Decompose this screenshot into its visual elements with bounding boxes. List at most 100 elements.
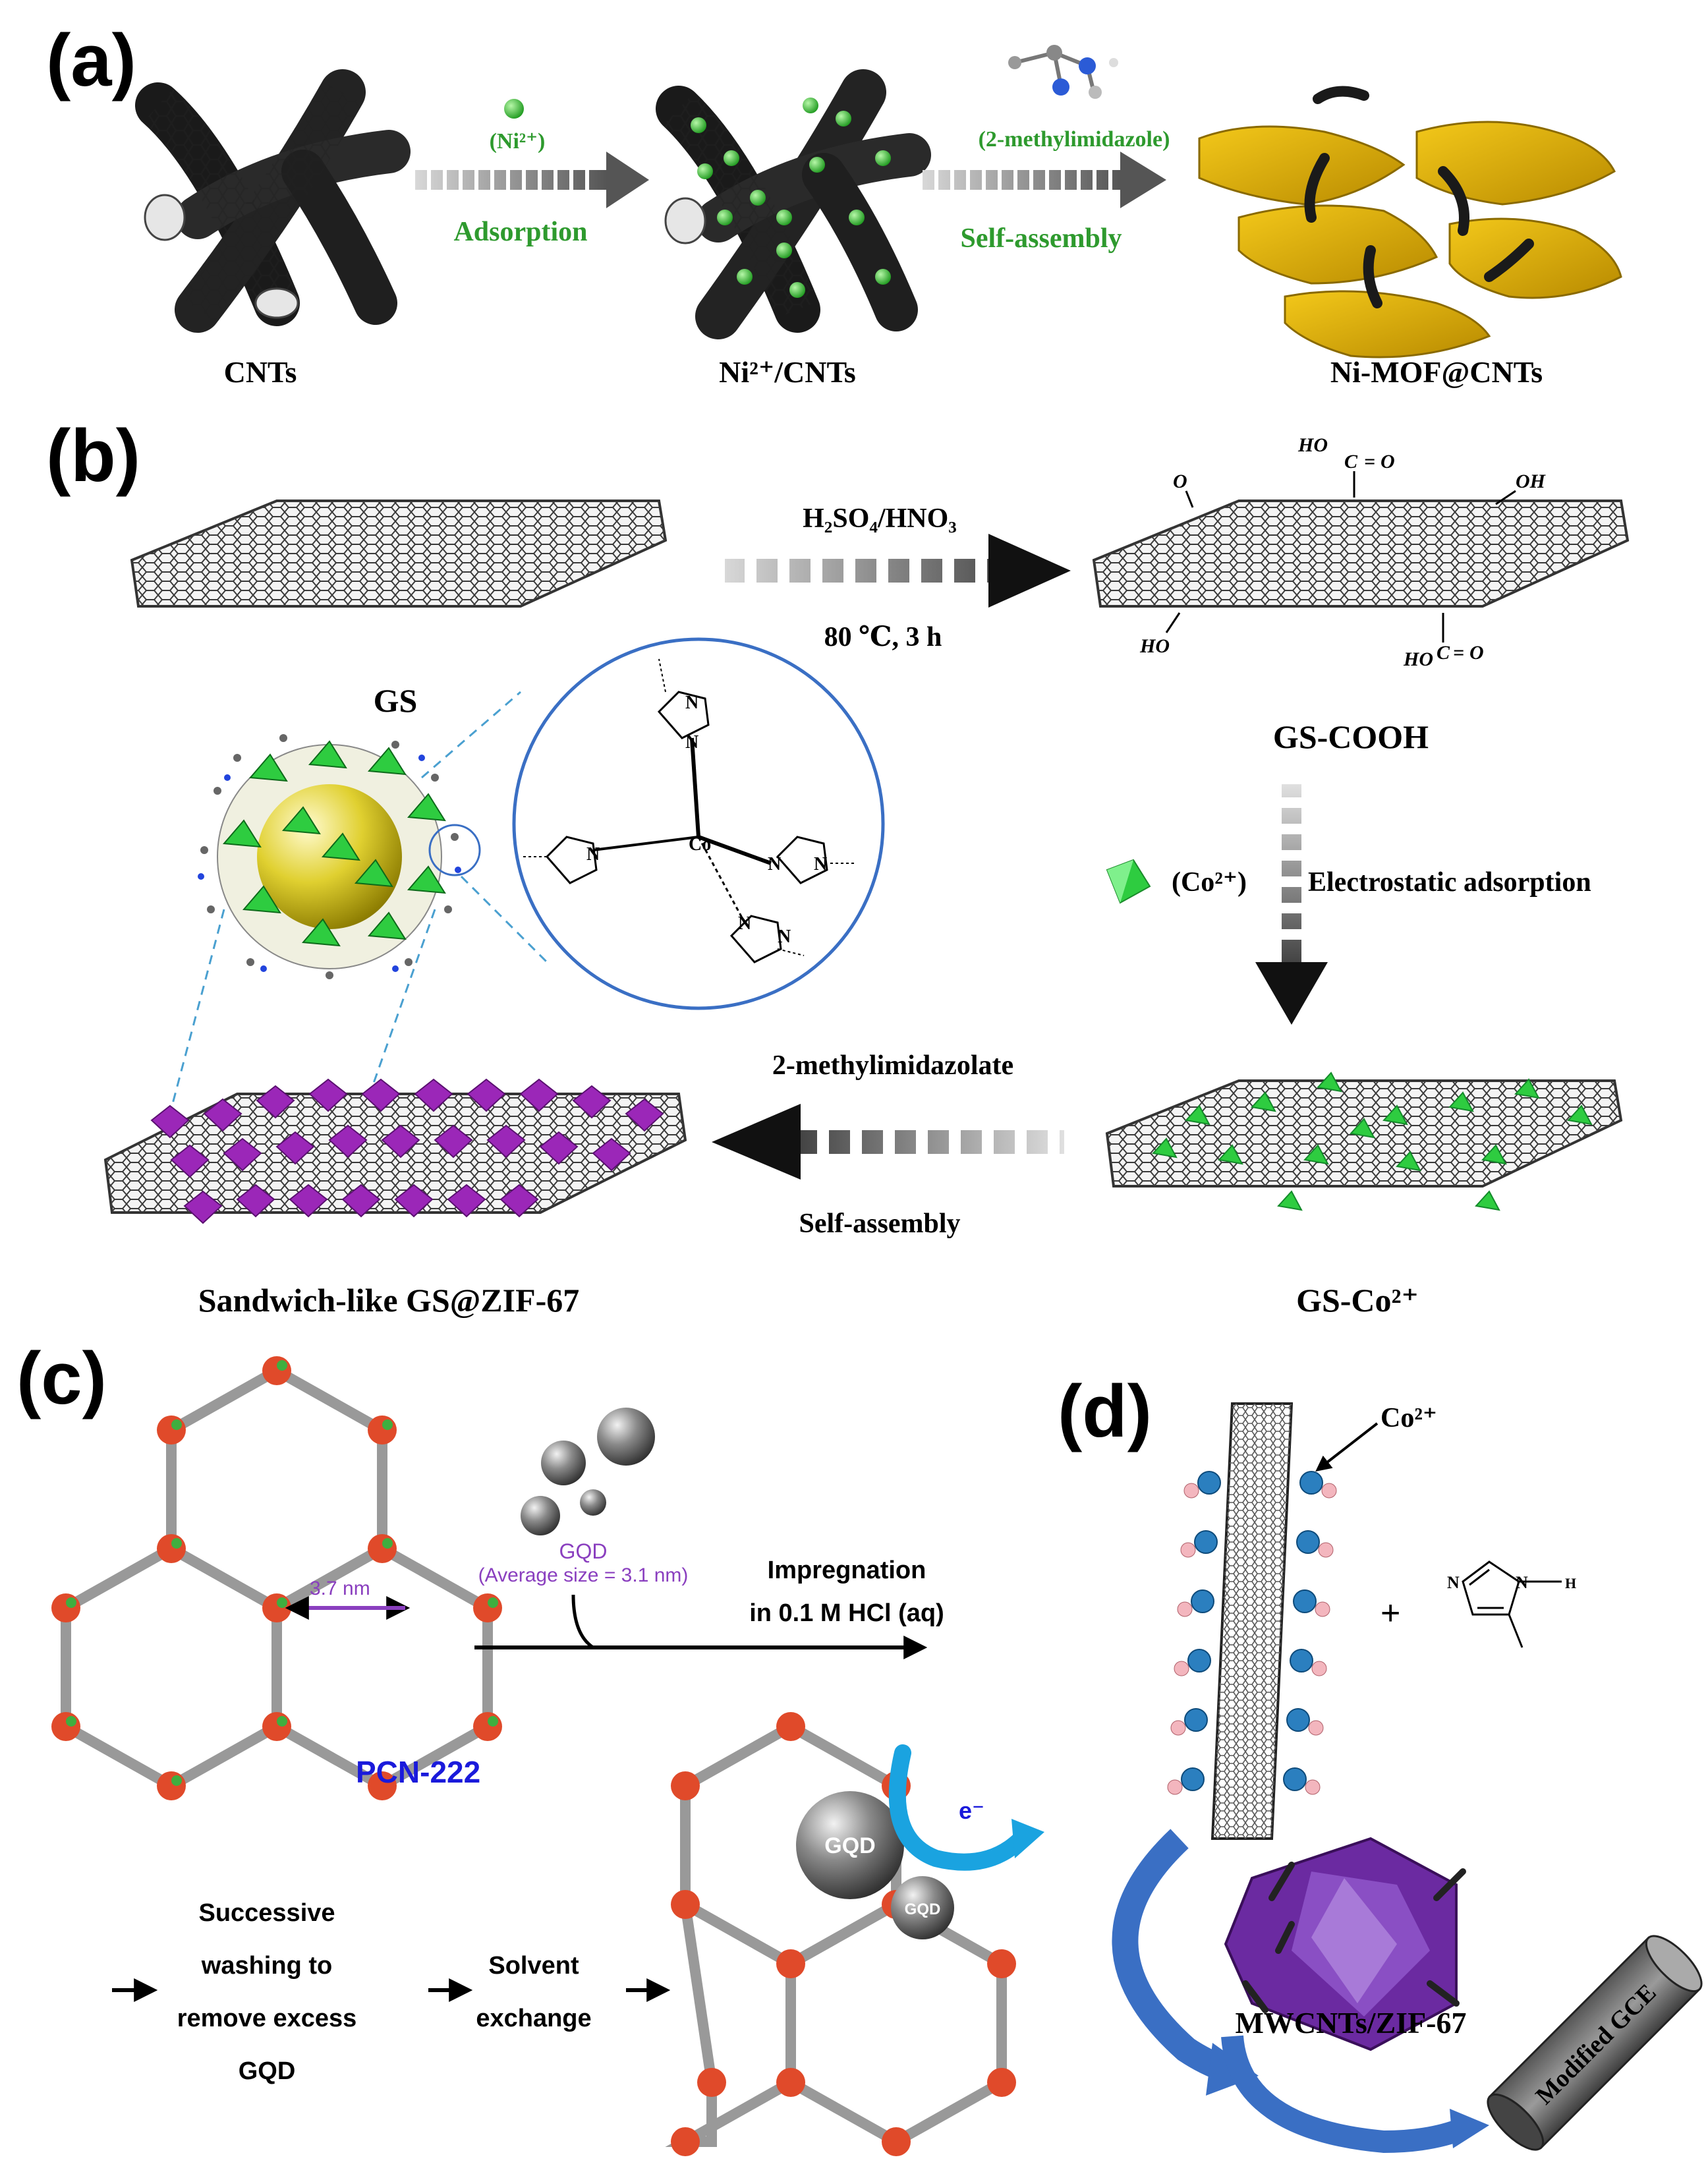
adsorption-label: Adsorption (453, 217, 587, 247)
panel-b-letter: (b) (46, 415, 140, 497)
functional-groups: HO C = O O OH HO HO C = O (1139, 434, 1547, 670)
n-atom-bottom: N (738, 913, 751, 934)
zoom-line-bottom (460, 875, 548, 963)
ligand-label: 2-methylimidazolate (772, 1050, 1013, 1081)
gqd-size-label: (Average size = 3.1 nm) (478, 1564, 689, 1586)
panel-c-letter: (c) (16, 1337, 107, 1419)
panel-a: (a) CNTs (Ni²⁺) (46, 19, 1622, 389)
mwcnt-image (1167, 1402, 1379, 1840)
ni-ion-icon (504, 99, 524, 119)
gs-zif67-sandwich-image (103, 1078, 687, 1224)
n-atom-top: N (685, 732, 698, 753)
group-ho-top: HO (1297, 434, 1328, 456)
electron-label: e⁻ (959, 1797, 984, 1824)
co-ion-d-label: Co²⁺ (1381, 1403, 1437, 1433)
pore-size-label: 3.7 nm (310, 1578, 370, 1599)
cnts-label: CNTs (224, 355, 297, 389)
panel-b: (b) GS H₂SO₄/HNO₃ 80 ℃, 3 h (46, 415, 1630, 1319)
ni-ion-label: (Ni²⁺) (490, 129, 546, 154)
gs-cooh-label: GS-COOH (1273, 718, 1429, 755)
group-eq-top: = (1364, 451, 1375, 472)
self-assembly-b-label: Self-assembly (799, 1209, 961, 1239)
group-o-top: O (1381, 451, 1395, 472)
arrow-to-electrode (1221, 2035, 1467, 2154)
electrostatic-label: Electrostatic adsorption (1308, 867, 1591, 898)
zoom-line-top (421, 691, 521, 779)
n-atom-bottom2: N (778, 927, 791, 947)
zif67-polyhedron-image (1224, 1837, 1466, 2051)
graphene-cooh-sheet-image (1092, 471, 1630, 643)
washing-step: Successive washing to remove excess GQD (177, 1899, 357, 2085)
sandwich-label: Sandwich-like GS@ZIF-67 (198, 1282, 580, 1319)
wash-line-1: Successive (198, 1899, 335, 1927)
condition-label: 80 ℃, 3 h (824, 622, 942, 652)
n-atom-right: N (768, 854, 781, 874)
solvent-step: Solvent exchange (476, 1952, 591, 2032)
acid-label: H₂SO₄/HNO₃ (803, 503, 957, 534)
arrow-self-assembly-a (923, 152, 1166, 208)
arrow-oxidation (725, 534, 1071, 608)
gqd-small-label: GQD (905, 1901, 941, 1918)
ni-mof-cnts-label: Ni-MOF@CNTs (1330, 355, 1543, 389)
group-o-bottom: O (1469, 642, 1484, 664)
panel-a-letter: (a) (46, 19, 136, 101)
gs-co-label: GS-Co²⁺ (1296, 1282, 1419, 1319)
mwcnts-zif67-label: MWCNTs/ZIF-67 (1236, 2006, 1467, 2040)
coordination-atoms: Co N N N N N N N (586, 693, 827, 947)
modified-gce-image: Modified GCE (1487, 1935, 1703, 2151)
group-eq-bottom: = (1453, 642, 1464, 664)
n-atom-top2: N (685, 693, 698, 713)
imidazole-molecule-icon (1008, 45, 1118, 99)
gqd-pcn-composite-image (665, 1712, 1044, 2156)
panel-d-letter: (d) (1058, 1370, 1152, 1452)
impregnation-condition-label: in 0.1 M HCl (aq) (749, 1599, 944, 1627)
graphene-co-sheet-image (1105, 1072, 1623, 1211)
gqd-particles-image (521, 1408, 655, 1535)
group-c-top: C (1344, 451, 1358, 472)
impregnation-label: Impregnation (768, 1557, 926, 1584)
co-coordination-zoom (512, 637, 885, 1010)
group-ho-bottom-right: HO (1403, 648, 1433, 670)
arrow-self-assembly-b (712, 1104, 1064, 1180)
panel-d: (d) Co²⁺ + (1058, 1370, 1703, 2154)
gqd-big-label: GQD (824, 1833, 875, 1858)
arrow-impregnation (474, 1594, 928, 1659)
gqd-title: GQD (559, 1539, 608, 1563)
n-atom-d2: N (1516, 1573, 1528, 1592)
self-assembly-a-label: Self-assembly (961, 223, 1122, 254)
arrow-adsorption (415, 152, 649, 208)
n-atom-right2: N (814, 854, 827, 874)
ni-cnt-bundle-image (656, 69, 931, 339)
gs-label: GS (374, 682, 418, 719)
methylimidazole-label: (2-methylimidazole) (979, 127, 1170, 152)
solvent-line-1: Solvent (488, 1952, 579, 1980)
pcn-222-label: PCN-222 (356, 1755, 480, 1789)
plus-sign: + (1381, 1594, 1400, 1632)
group-o-left: O (1173, 471, 1187, 492)
n-atom-d1: N (1447, 1573, 1460, 1592)
h-atom-d: H (1565, 1575, 1576, 1591)
zif-67-cage-image (198, 734, 461, 979)
group-c-bottom: C (1437, 642, 1450, 664)
n-atom-left: N (586, 844, 600, 865)
ni-mof-sheets-image (1198, 86, 1622, 358)
group-ho-bottom: HO (1139, 635, 1170, 657)
pcn-222-framework-image (51, 1356, 502, 1800)
solvent-line-2: exchange (476, 2005, 591, 2032)
zoom-line-left (163, 909, 225, 1134)
wash-line-2: washing to (201, 1952, 332, 1980)
methylimidazole-structure (1462, 1560, 1562, 1648)
arrow-to-zif (1112, 1829, 1230, 2082)
wash-line-3: remove excess (177, 2005, 357, 2032)
panel-c: (c) 3.7 nm PCN-222 (16, 1337, 1044, 2156)
wash-line-4: GQD (239, 2057, 296, 2085)
arrow-electrostatic (1255, 784, 1328, 1025)
zoom-source-circle (428, 824, 481, 876)
co-ion-label: (Co²⁺) (1172, 867, 1247, 898)
cnt-bundle-image (135, 69, 411, 333)
ni-cnts-label: Ni²⁺/CNTs (719, 355, 856, 389)
group-oh-right: OH (1516, 471, 1547, 492)
graphene-sheet-image (130, 500, 668, 608)
co-atom: Co (689, 834, 711, 855)
